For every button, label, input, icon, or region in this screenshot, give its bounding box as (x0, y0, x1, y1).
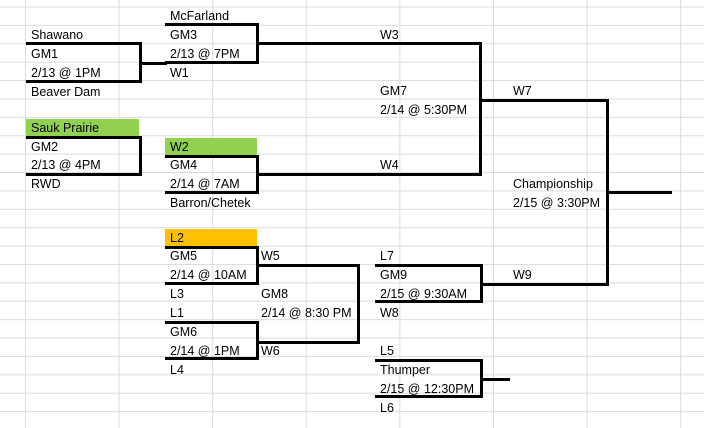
team-sauk-prairie[interactable]: Sauk Prairie (26, 119, 139, 137)
game-gm3-time[interactable]: 2/13 @ 7PM (170, 47, 240, 61)
bracket-line (139, 62, 167, 65)
game-championship-time[interactable]: 2/15 @ 3:30PM (513, 196, 601, 210)
team-barron-chetek[interactable]: Barron/Chetek (170, 196, 251, 210)
game-gm7-label[interactable]: GM7 (380, 84, 408, 98)
team-shawano[interactable]: Shawano (31, 28, 84, 42)
team-thumper[interactable]: Thumper (380, 363, 431, 377)
game-gm4-label[interactable]: GM4 (170, 158, 198, 172)
bracket-line (480, 378, 510, 381)
slot-w1[interactable]: W1 (170, 66, 189, 80)
slot-w6[interactable]: W6 (261, 344, 280, 358)
game-gm9-label[interactable]: GM9 (380, 268, 408, 282)
bracket-line (256, 341, 360, 344)
bracket-line (606, 191, 672, 194)
game-gm5-time[interactable]: 2/14 @ 10AM (170, 268, 247, 282)
game-gm6-time[interactable]: 2/14 @ 1PM (170, 344, 240, 358)
game-gm5-label[interactable]: GM5 (170, 249, 198, 263)
bracket-line (375, 300, 483, 303)
bracket-line (139, 136, 142, 176)
slot-l5[interactable]: L5 (380, 344, 394, 358)
bracket-line (26, 42, 142, 45)
game-gm8-time[interactable]: 2/14 @ 8:30 PM (261, 306, 352, 320)
bracket-line (26, 136, 142, 139)
bracket-line (375, 264, 483, 267)
bracket-line (375, 359, 483, 362)
game-gm2-time[interactable]: 2/13 @ 4PM (31, 158, 101, 172)
team-mcfarland[interactable]: McFarland (170, 9, 230, 23)
slot-l7[interactable]: L7 (380, 249, 394, 263)
bracket-line (165, 246, 259, 249)
bracket-line (256, 173, 482, 176)
bracket-line (165, 282, 259, 285)
bracket-line (480, 283, 609, 286)
bracket-line (256, 264, 360, 267)
game-gm4-time[interactable]: 2/14 @ 7AM (170, 177, 240, 191)
slot-l2[interactable]: L2 (165, 229, 257, 247)
slot-w3[interactable]: W3 (380, 28, 399, 42)
game-gm6-label[interactable]: GM6 (170, 325, 198, 339)
slot-l1[interactable]: L1 (170, 306, 184, 320)
bracket-line (165, 23, 259, 26)
game-thumper-time[interactable]: 2/15 @ 12:30PM (380, 382, 474, 396)
game-gm3-label[interactable]: GM3 (170, 28, 198, 42)
bracket-line (165, 61, 259, 64)
slot-w9[interactable]: W9 (513, 268, 532, 282)
game-gm1-time[interactable]: 2/13 @ 1PM (31, 66, 101, 80)
bracket-line (26, 80, 142, 83)
game-gm1-label[interactable]: GM1 (31, 47, 59, 61)
bracket-line (26, 173, 142, 176)
slot-w8[interactable]: W8 (380, 306, 399, 320)
bracket-line (165, 357, 259, 360)
game-gm2-label[interactable]: GM2 (31, 140, 59, 154)
bracket-line (256, 42, 482, 45)
slot-w7[interactable]: W7 (513, 84, 532, 98)
team-beaver-dam[interactable]: Beaver Dam (31, 85, 101, 99)
game-gm8-label[interactable]: GM8 (261, 287, 289, 301)
slot-w2[interactable]: W2 (165, 138, 257, 156)
game-championship-label[interactable]: Championship (513, 177, 593, 191)
bracket-line (256, 321, 259, 359)
bracket-line (479, 42, 482, 176)
bracket-line (375, 395, 483, 398)
slot-l6[interactable]: L6 (380, 401, 394, 415)
bracket-line (165, 321, 259, 324)
bracket-line (165, 191, 259, 194)
slot-l4[interactable]: L4 (170, 363, 184, 377)
bracket-line (165, 155, 259, 158)
game-gm7-time[interactable]: 2/14 @ 5:30PM (380, 103, 468, 117)
team-rwd[interactable]: RWD (31, 177, 61, 191)
game-gm9-time[interactable]: 2/15 @ 9:30AM (380, 287, 468, 301)
bracket-line (357, 264, 360, 344)
slot-l3[interactable]: L3 (170, 287, 184, 301)
slot-w5[interactable]: W5 (261, 249, 280, 263)
bracket-line (479, 99, 609, 102)
slot-w4[interactable]: W4 (380, 158, 399, 172)
